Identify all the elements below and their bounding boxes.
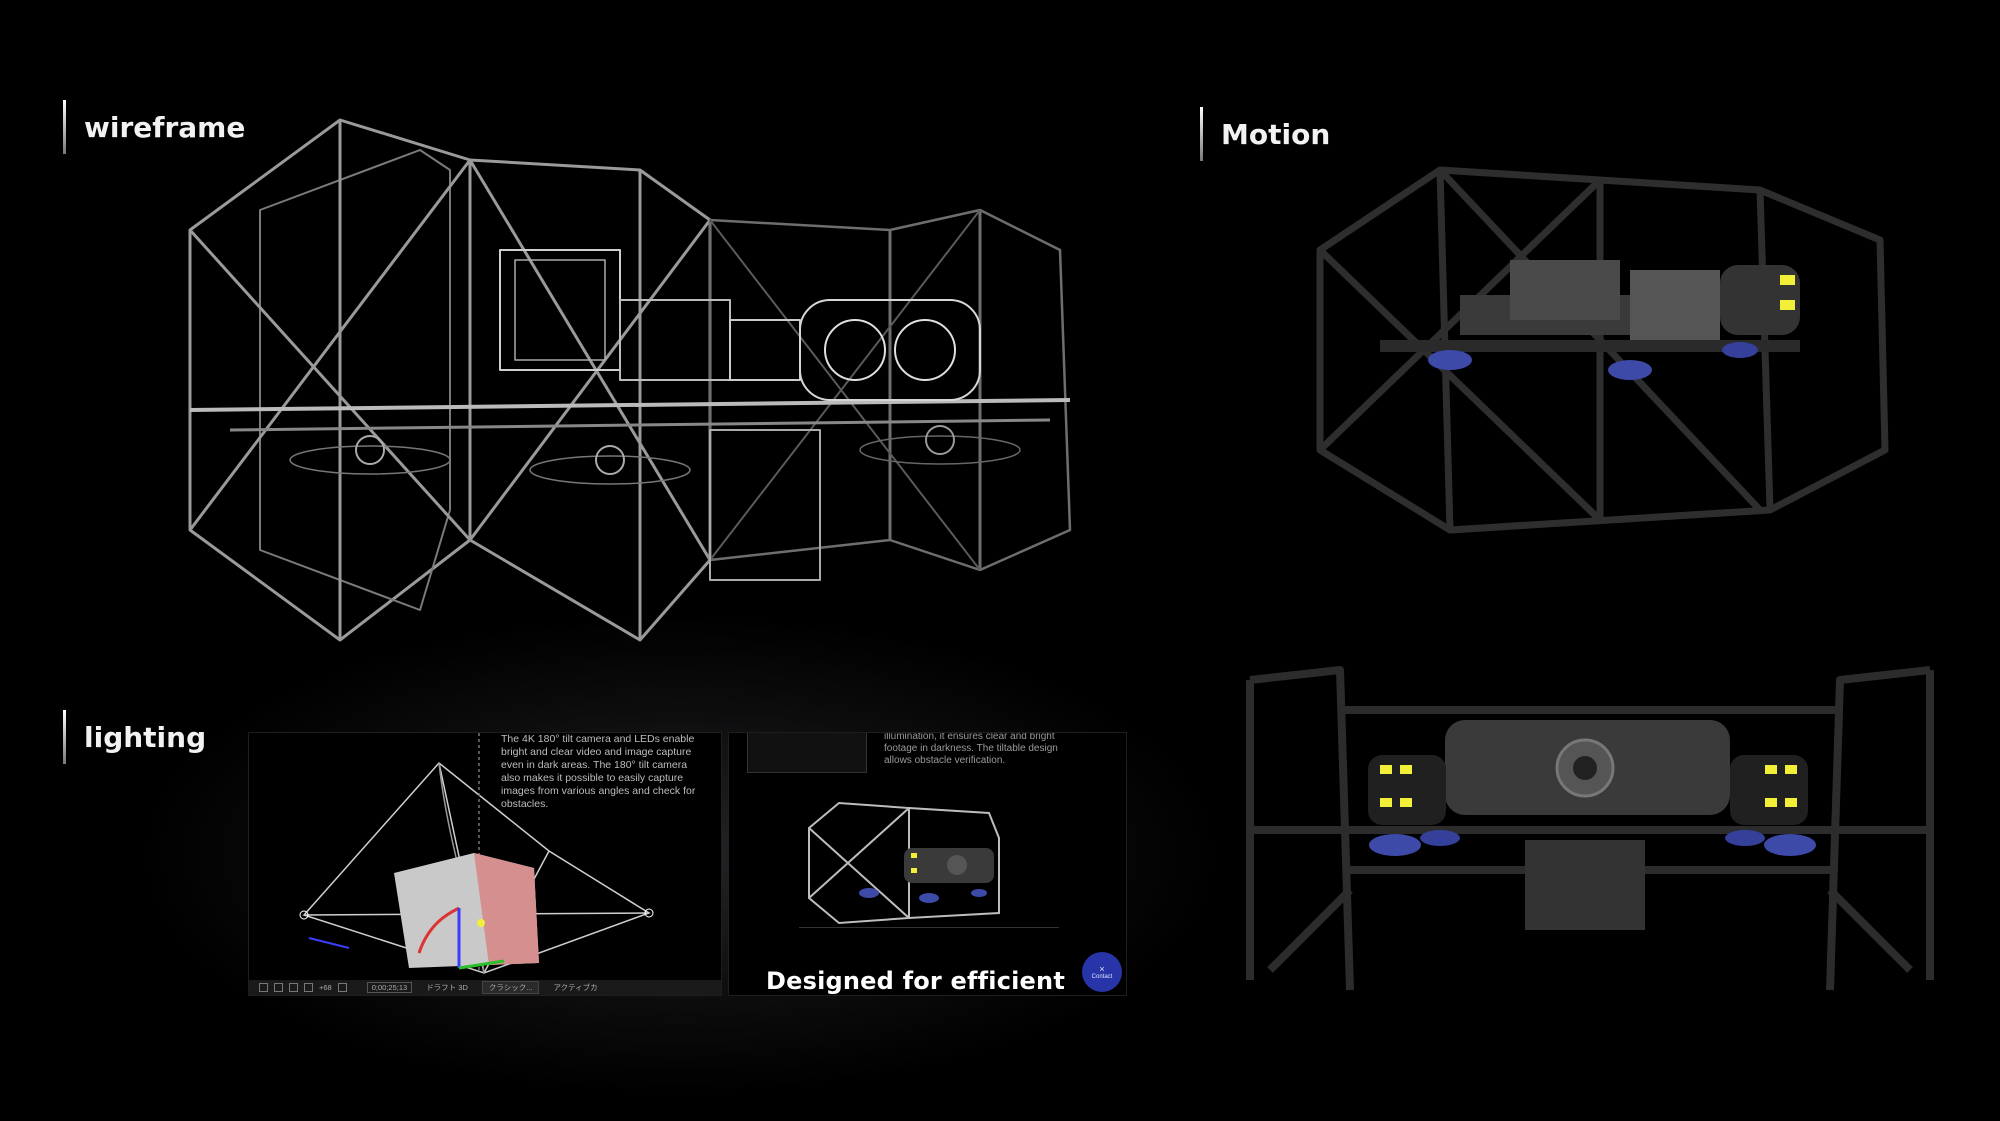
section-accent-bar <box>1200 107 1203 161</box>
draft-3d-toggle[interactable]: ドラフト 3D <box>426 983 468 992</box>
mask-toggle-button[interactable] <box>304 983 313 992</box>
preview-drone-render <box>799 801 1059 928</box>
motion-drone-render-bottom <box>1246 666 1934 991</box>
light-rig-diagram <box>299 733 654 974</box>
website-preview-panel: illumination, it ensures clear and brigh… <box>728 732 1127 996</box>
guide-toggle-button[interactable] <box>289 983 298 992</box>
editor-timeline-toolbar: +68 0;00;25;13 ドラフト 3D クラシック... アクティブカ <box>249 980 721 995</box>
lighting-editor-panel: The 4K 180° tilt camera and LEDs enable … <box>248 732 722 996</box>
lighting-description-text: The 4K 180° tilt camera and LEDs enable … <box>501 733 696 810</box>
camera-icon[interactable] <box>337 983 347 992</box>
active-camera-select[interactable]: アクティブカ <box>553 983 598 992</box>
contact-label: Contact <box>1091 973 1113 980</box>
contact-button[interactable]: × Contact <box>1082 952 1122 992</box>
preview-headline: Designed for efficient <box>766 967 1065 995</box>
view-toggle-button[interactable] <box>259 983 268 992</box>
motion-drone-render-top <box>1316 166 1889 534</box>
section-accent-bar <box>63 100 66 154</box>
renderer-select[interactable]: クラシック... <box>481 981 540 994</box>
lighting-title: lighting <box>84 720 207 754</box>
wireframe-drone-render <box>188 118 1072 642</box>
lighting-section-label: lighting <box>63 710 206 764</box>
motion-section-label: Motion <box>1200 107 1330 161</box>
preview-description-text: illumination, it ensures clear and brigh… <box>884 732 1058 766</box>
section-accent-bar <box>63 710 66 764</box>
preview-thumbnail <box>747 733 867 773</box>
zoom-value[interactable]: +68 <box>319 983 332 992</box>
close-icon: × <box>1099 963 1105 974</box>
grid-toggle-button[interactable] <box>274 983 283 992</box>
wireframe-section-label: wireframe <box>63 100 245 154</box>
timecode-display[interactable]: 0;00;25;13 <box>366 982 413 993</box>
motion-title: Motion <box>1221 117 1331 151</box>
wireframe-title: wireframe <box>84 110 246 144</box>
